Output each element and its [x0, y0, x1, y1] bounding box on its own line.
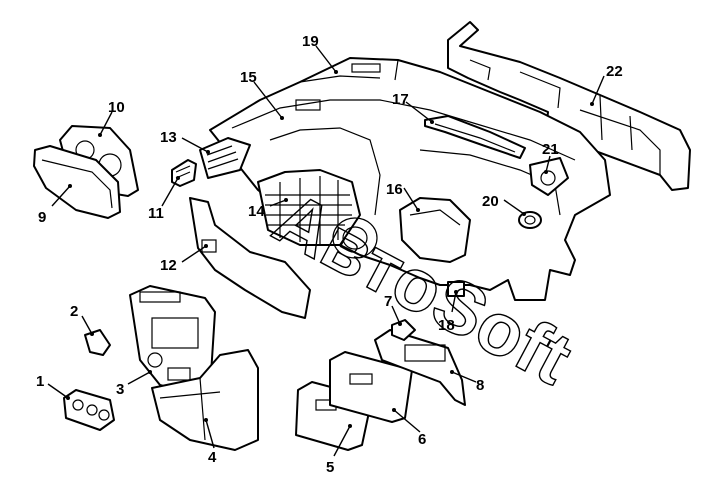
callout-18: 18 [438, 317, 455, 334]
part-15-dashboard-panel [209, 57, 611, 301]
callout-9: 9 [38, 209, 46, 226]
callout-15: 15 [240, 69, 257, 86]
callout-13: 13 [160, 129, 177, 146]
part-17-defrost-vent [424, 115, 526, 159]
part-21-speaker-grille [529, 157, 569, 196]
callout-20: 20 [482, 193, 499, 210]
part-6-glovebox [329, 351, 413, 423]
part-22-cross-beam [447, 21, 691, 191]
part-2-knob [84, 329, 111, 356]
callout-6: 6 [418, 431, 426, 448]
callout-1: 1 [36, 373, 44, 390]
part-12-knee-panel [189, 197, 311, 319]
part-9-cluster-bezel [33, 145, 121, 219]
leader-lines [47, 45, 605, 457]
part-16-airbag-cover [399, 197, 471, 263]
part-1-switch-block [63, 389, 115, 431]
callout-8: 8 [476, 377, 484, 394]
callout-22: 22 [606, 63, 623, 80]
callout-17: 17 [392, 91, 409, 108]
part-14-cluster-housing [257, 169, 378, 259]
part-13-side-vent [199, 137, 251, 179]
callout-19: 19 [302, 33, 319, 50]
callout-16: 16 [386, 181, 403, 198]
part-20-round-vent [518, 211, 542, 229]
callout-7: 7 [384, 293, 392, 310]
callout-21: 21 [542, 141, 559, 158]
callout-labels: 1 2 3 4 5 6 7 8 9 10 11 12 13 14 15 16 1… [36, 33, 623, 476]
callout-5: 5 [326, 459, 334, 476]
callout-4: 4 [208, 449, 217, 466]
callout-2: 2 [70, 303, 78, 320]
part-4-lower-console [151, 349, 259, 451]
callout-10: 10 [108, 99, 125, 116]
part-7-latch [391, 319, 416, 341]
part-18-switch [447, 281, 465, 297]
callout-3: 3 [116, 381, 124, 398]
callout-11: 11 [148, 205, 164, 222]
callout-12: 12 [160, 257, 177, 274]
callout-14: 14 [248, 203, 265, 220]
